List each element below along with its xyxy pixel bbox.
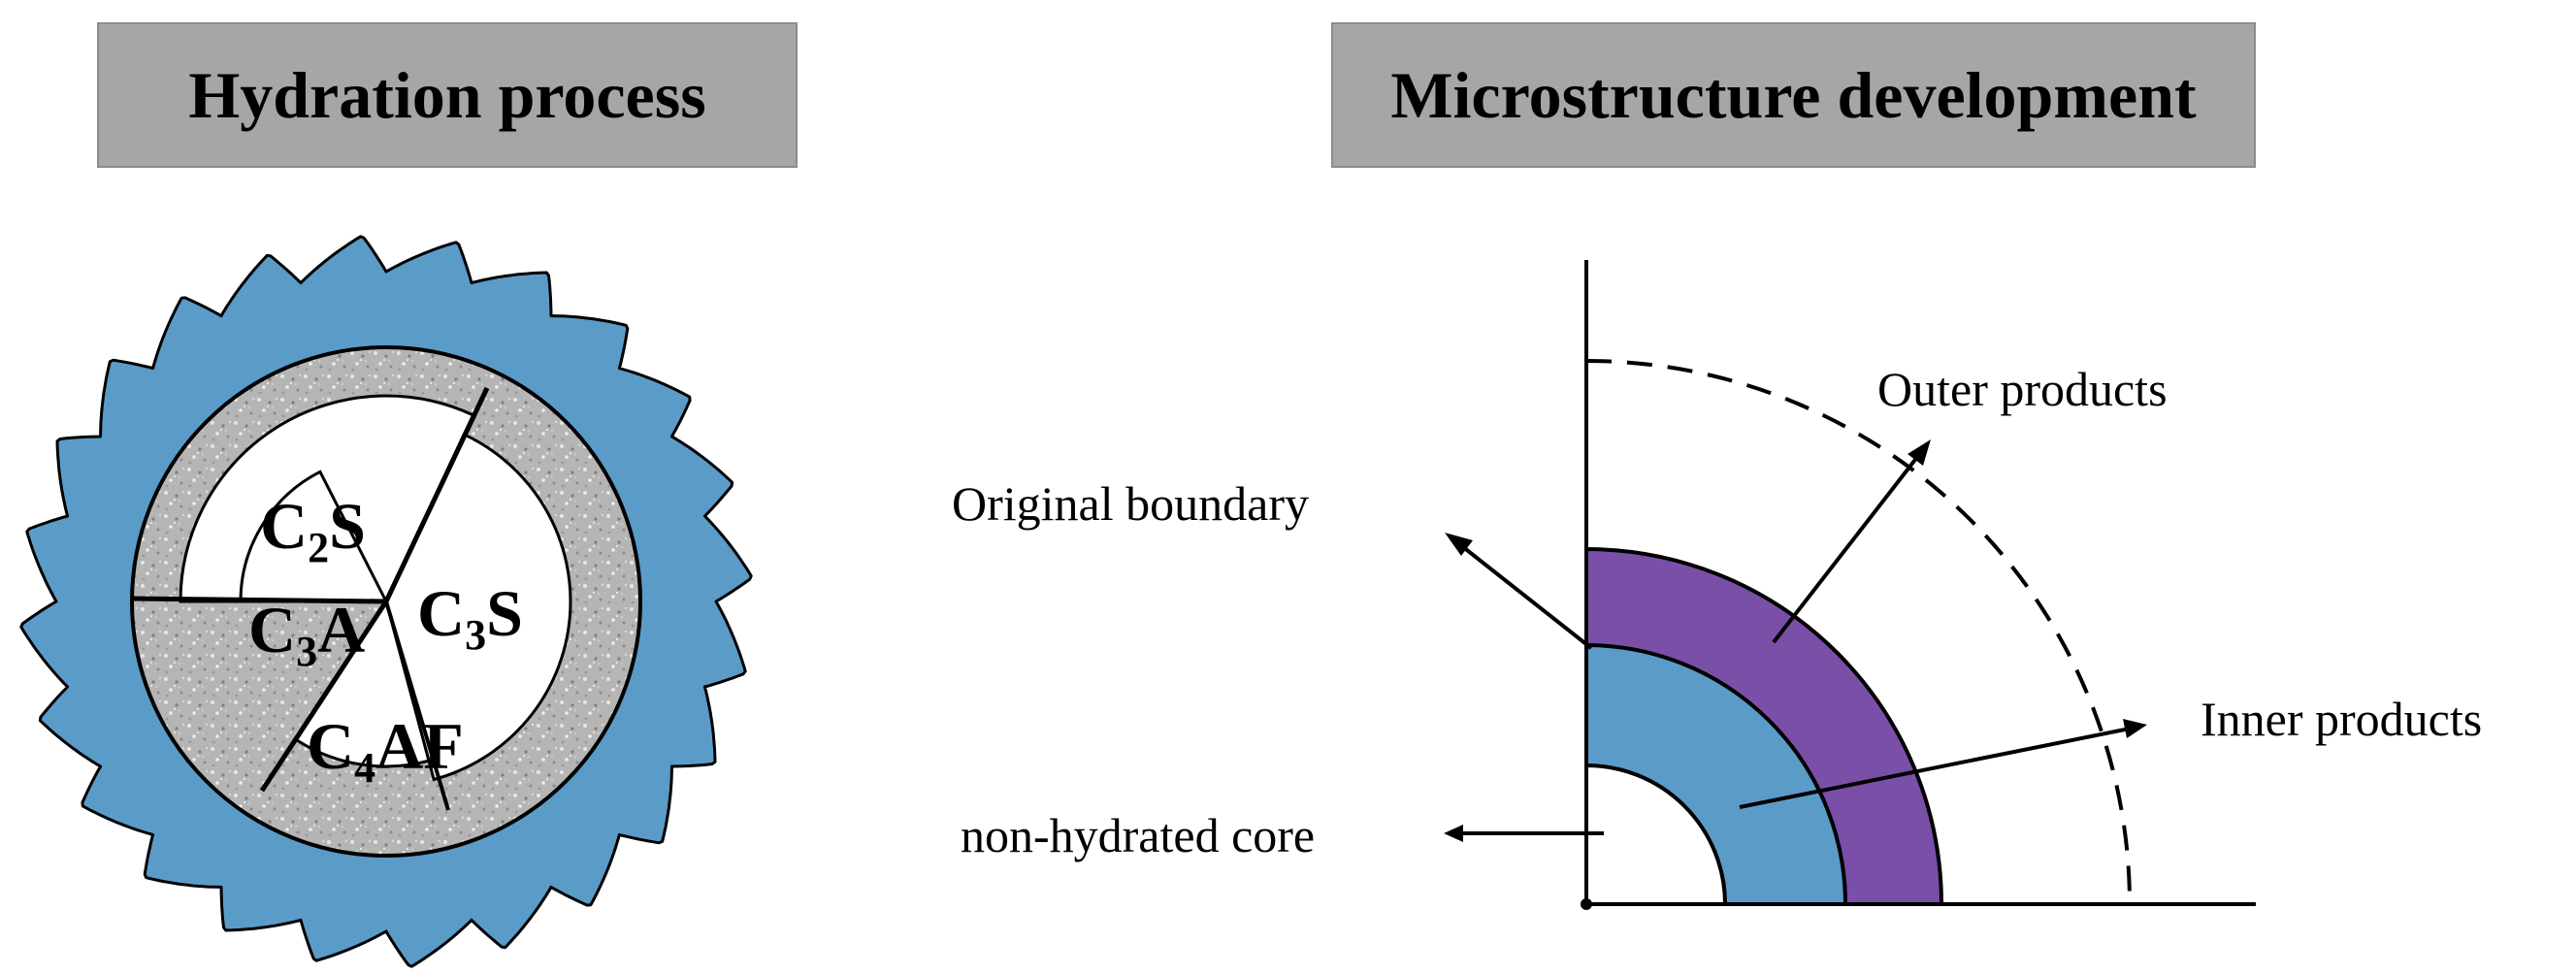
non-hydrated-core-label: non-hydrated core bbox=[961, 808, 1315, 862]
boundary-line bbox=[383, 386, 490, 603]
arrow-outer-products bbox=[1772, 439, 1931, 644]
hydration-process-header: Hydration process bbox=[97, 22, 798, 168]
boundary-line bbox=[131, 596, 387, 604]
c2s-label: C2S bbox=[260, 489, 366, 571]
c4af-phase bbox=[294, 598, 431, 768]
original-boundary-label: Original boundary bbox=[952, 476, 1309, 531]
arrow-inner-products bbox=[1739, 719, 2147, 809]
c4af-label: C4AF bbox=[307, 709, 464, 792]
c3a-label: C3A bbox=[248, 593, 365, 675]
c3s-label: C3S bbox=[417, 576, 523, 659]
origin-dot bbox=[1581, 898, 1592, 910]
outer-products-label: Outer products bbox=[1877, 362, 2168, 416]
c3a-phase bbox=[239, 470, 389, 603]
inner-products-band bbox=[1584, 642, 1848, 906]
arrow-original-boundary bbox=[1445, 533, 1593, 650]
arrow-non-hydrated-core bbox=[1444, 825, 1604, 842]
inner-products-label: Inner products bbox=[2201, 692, 2482, 746]
original-boundary-dashed-arc bbox=[1585, 359, 2132, 905]
microstructure-development-header: Microstructure development bbox=[1331, 22, 2256, 168]
c3s-phase bbox=[384, 432, 572, 782]
boundary-line bbox=[384, 601, 450, 811]
boundary-line bbox=[259, 600, 389, 793]
